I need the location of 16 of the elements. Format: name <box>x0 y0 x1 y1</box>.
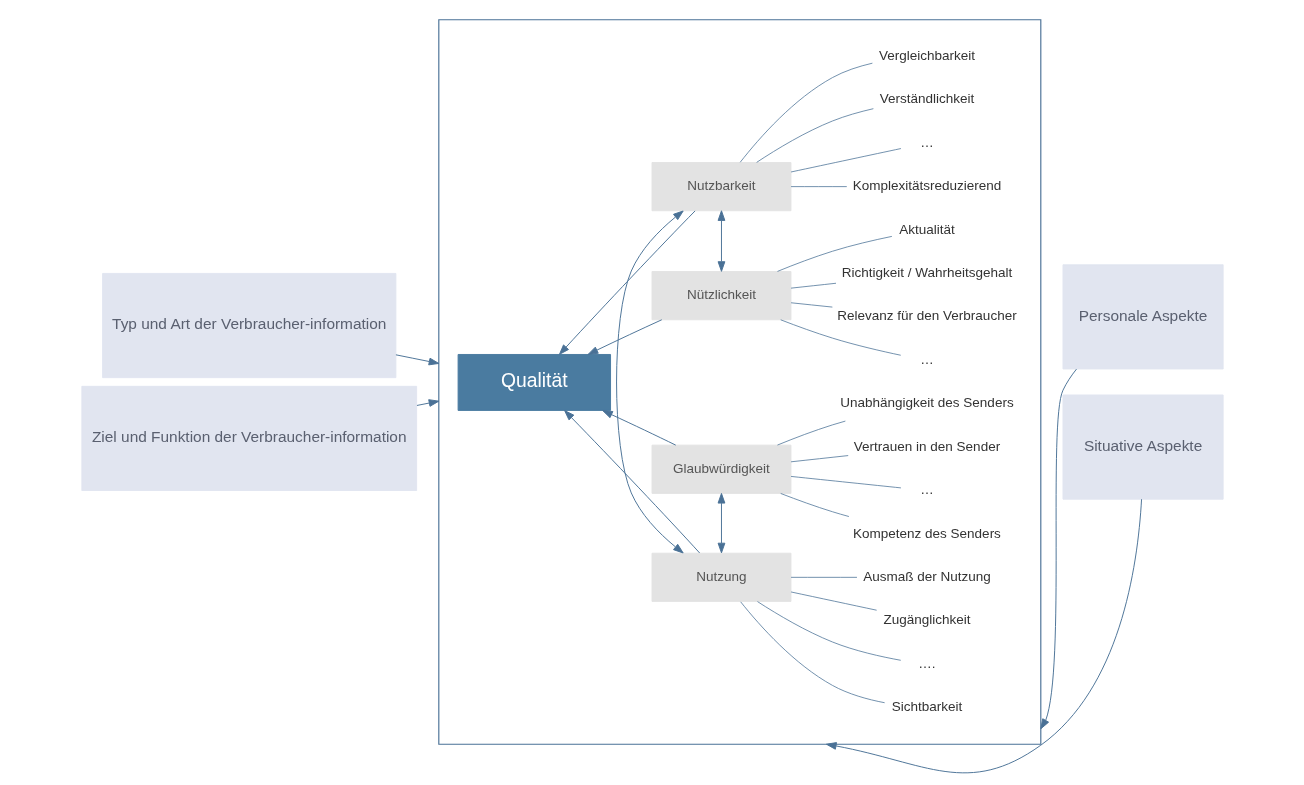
node-text: Verständlichkeit <box>879 91 974 107</box>
node-text: Sichtbarkeit <box>891 699 962 715</box>
node-text: Relevanz für den Verbraucher <box>836 308 1017 324</box>
node-text: Vertrauen in den Sender <box>853 438 1000 454</box>
node-text: Komplexitätsreduzierend <box>852 178 1001 194</box>
node-text: Aktualität <box>898 221 955 237</box>
node-text: Ausmaß der Nutzung <box>862 568 991 584</box>
node-text: … <box>919 351 934 367</box>
node-text: Unabhängigkeit des Senders <box>839 395 1014 411</box>
node-text: Richtigkeit / Wahrheitsgehalt <box>841 265 1012 281</box>
node-text: Zugänglichkeit <box>882 612 970 628</box>
node-text: …. <box>917 655 936 671</box>
node-text: Vergleichbarkeit <box>878 47 975 63</box>
node-text: Kompetenz des Senders <box>852 525 1001 541</box>
node-text: … <box>919 482 934 498</box>
node-text: … <box>919 134 934 150</box>
